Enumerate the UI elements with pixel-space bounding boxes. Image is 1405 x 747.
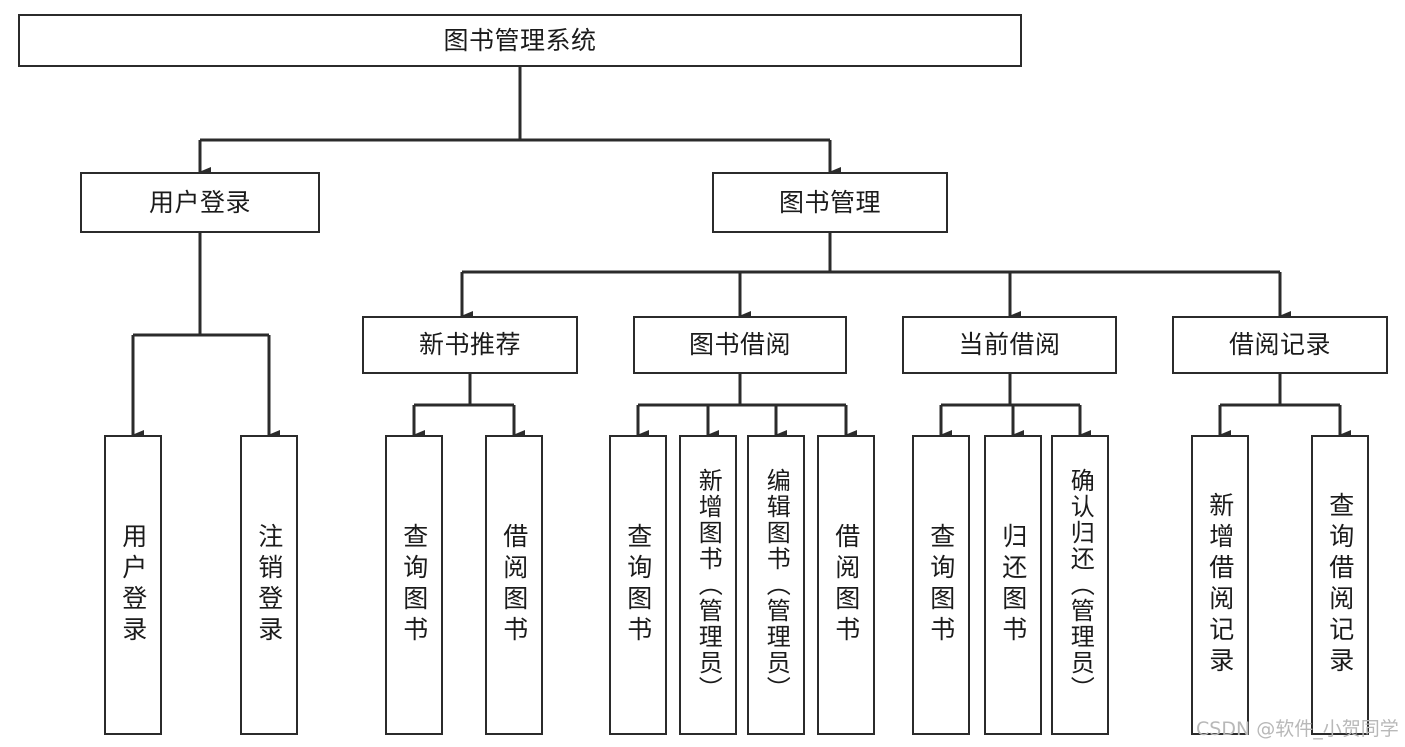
node-label: 图书借阅 xyxy=(688,330,791,360)
node-label: 借阅记录 xyxy=(1228,330,1331,360)
node-leaf-7[interactable]: 借阅图书 xyxy=(817,435,875,735)
connector-lines xyxy=(131,67,1351,440)
node-leaf-4[interactable]: 查询图书 xyxy=(609,435,667,735)
node-level2-1[interactable]: 图书管理 xyxy=(712,172,948,233)
node-label: 新增借阅记录 xyxy=(1205,492,1235,678)
node-leaf-1[interactable]: 注销登录 xyxy=(240,435,298,735)
node-leaf-2[interactable]: 查询图书 xyxy=(385,435,443,735)
node-leaf-10[interactable]: 确认归还（管理员） xyxy=(1051,435,1109,735)
node-label: 确认归还（管理员） xyxy=(1066,468,1095,702)
node-label: 注销登录 xyxy=(254,523,284,647)
node-leaf-8[interactable]: 查询图书 xyxy=(912,435,970,735)
node-label: 图书管理 xyxy=(778,187,881,217)
node-label: 用户登录 xyxy=(118,523,148,647)
node-label: 借阅图书 xyxy=(499,523,529,647)
node-leaf-0[interactable]: 用户登录 xyxy=(104,435,162,735)
node-label: 查询借阅记录 xyxy=(1325,492,1355,678)
node-root-0[interactable]: 图书管理系统 xyxy=(18,14,1022,67)
node-leaf-6[interactable]: 编辑图书（管理员） xyxy=(747,435,805,735)
node-label: 查询图书 xyxy=(399,523,429,647)
node-leaf-11[interactable]: 新增借阅记录 xyxy=(1191,435,1249,735)
node-label: 借阅图书 xyxy=(831,523,861,647)
node-level2-0[interactable]: 用户登录 xyxy=(80,172,320,233)
node-leaf-9[interactable]: 归还图书 xyxy=(984,435,1042,735)
node-level3-1[interactable]: 图书借阅 xyxy=(633,316,847,374)
node-label: 查询图书 xyxy=(926,523,956,647)
node-label: 用户登录 xyxy=(148,187,251,217)
node-label: 新书推荐 xyxy=(418,330,521,360)
node-leaf-3[interactable]: 借阅图书 xyxy=(485,435,543,735)
node-label: 归还图书 xyxy=(998,523,1028,647)
node-label: 当前借阅 xyxy=(958,330,1061,360)
node-level3-0[interactable]: 新书推荐 xyxy=(362,316,578,374)
node-level3-2[interactable]: 当前借阅 xyxy=(902,316,1117,374)
node-label: 新增图书（管理员） xyxy=(694,468,723,702)
node-label: 查询图书 xyxy=(623,523,653,647)
node-leaf-12[interactable]: 查询借阅记录 xyxy=(1311,435,1369,735)
node-leaf-5[interactable]: 新增图书（管理员） xyxy=(679,435,737,735)
node-label: 编辑图书（管理员） xyxy=(762,468,791,702)
node-label: 图书管理系统 xyxy=(443,25,597,55)
node-level3-3[interactable]: 借阅记录 xyxy=(1172,316,1388,374)
